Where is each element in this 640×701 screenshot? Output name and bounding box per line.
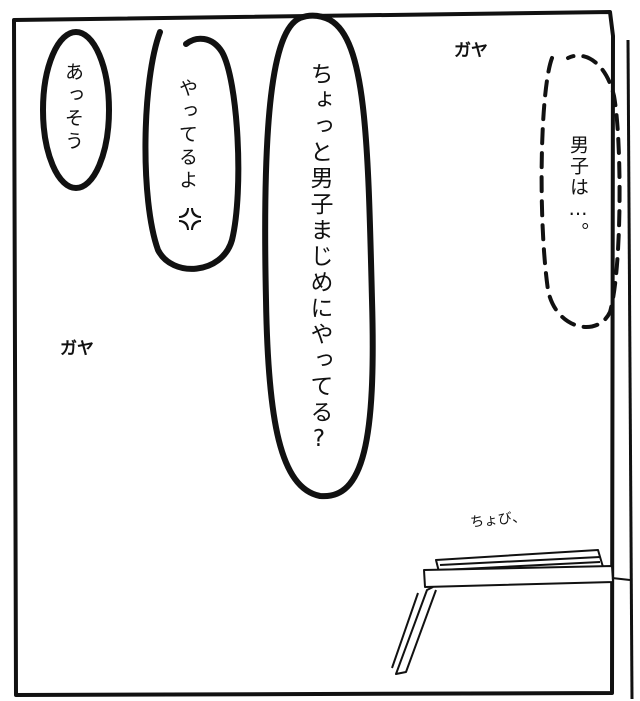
speech-bubble-3	[262, 12, 376, 500]
speech-text-1: あっそう	[62, 62, 84, 154]
thought-text: 男子は…。	[567, 135, 589, 243]
sfx-noise-left: ガヤ	[60, 339, 94, 359]
paper-stack-drawing	[391, 549, 631, 675]
speech-bubble-1	[40, 29, 112, 191]
speech-bubble-2	[142, 29, 242, 272]
anger-vein-icon	[179, 208, 201, 230]
panel-border	[12, 10, 615, 697]
thought-bubble	[539, 53, 622, 329]
speech-text-2: やってるよ	[176, 78, 198, 193]
neighbor-panel-edge	[626, 39, 634, 700]
speech-text-3: ちょっと男子まじめにやってる?	[306, 62, 332, 455]
sfx-noise-top: ガヤ	[454, 41, 488, 61]
